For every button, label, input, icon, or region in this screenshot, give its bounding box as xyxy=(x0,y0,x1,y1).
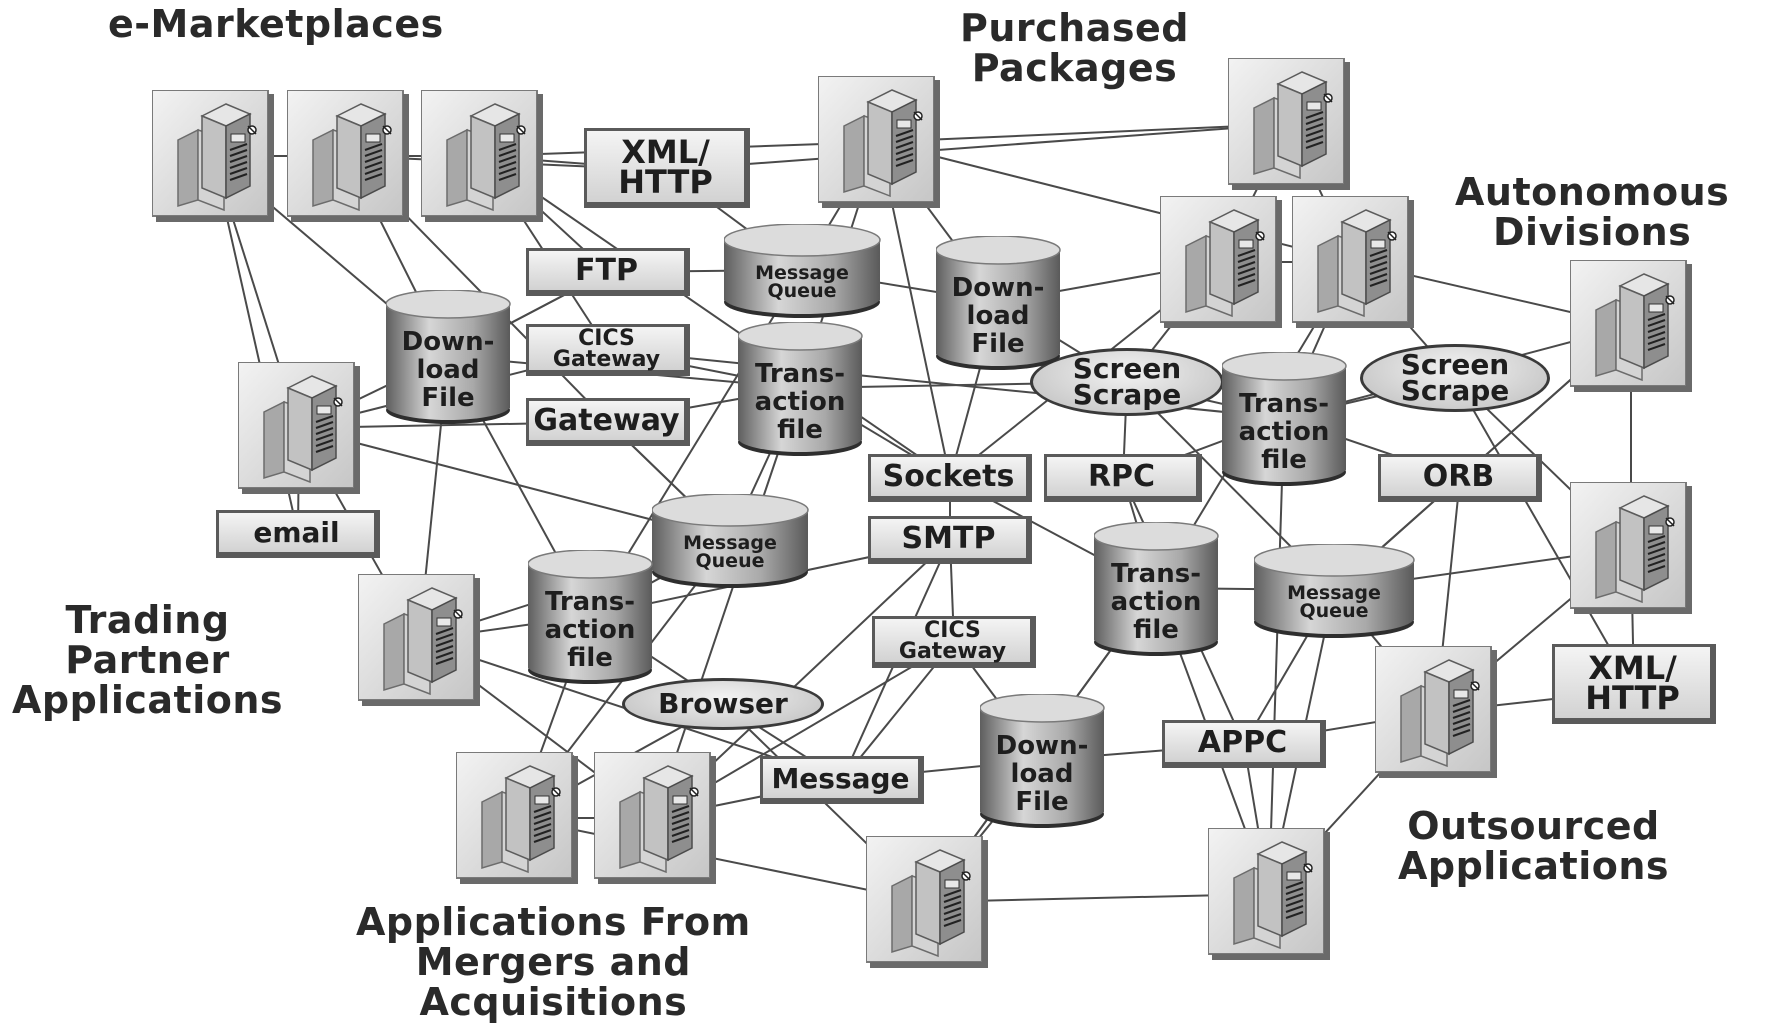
transaction-file-label: Trans- action file xyxy=(1110,559,1202,645)
message-queue-cylinder: Message Queue xyxy=(1254,544,1415,638)
server-icon xyxy=(818,76,940,208)
message-queue-label: Message Queue xyxy=(1287,582,1381,622)
transaction-file-cylinder: Trans- action file xyxy=(738,322,863,456)
protocol-box-smtp: SMTP xyxy=(868,516,1032,564)
server-icon xyxy=(456,752,578,884)
protocol-box-xml-http: XML/ HTTP xyxy=(1552,644,1716,724)
group-title-e-marketplaces: e-Marketplaces xyxy=(108,2,444,46)
server-icon xyxy=(1375,646,1497,778)
group-title-purchased-packages: Purchased Packages xyxy=(960,6,1189,90)
connection-line xyxy=(516,817,928,903)
server-icon xyxy=(358,574,480,706)
connection-line xyxy=(1454,377,1635,691)
transaction-file-label: Trans- action file xyxy=(754,359,846,445)
message-queue-label: Message Queue xyxy=(683,532,777,572)
protocol-box-rpc: RPC xyxy=(1044,454,1202,502)
cylinder-shape xyxy=(724,224,881,318)
transaction-file-label: Trans- action file xyxy=(544,587,636,673)
download-file-cylinder: Down- load File xyxy=(980,694,1105,828)
browser-ellipse: Browser xyxy=(622,678,824,730)
connection-line xyxy=(481,155,951,479)
server-icon xyxy=(1160,196,1282,328)
cylinder-shape xyxy=(386,290,511,424)
message-queue-cylinder: Message Queue xyxy=(724,224,881,318)
screen-scrape-ellipse: Screen Scrape xyxy=(1030,348,1224,416)
connection-line xyxy=(1268,417,1285,895)
cylinder-shape xyxy=(528,550,653,684)
cylinder-shape xyxy=(936,236,1061,370)
protocol-box-xml-http: XML/ HTTP xyxy=(584,128,750,208)
download-file-cylinder: Down- load File xyxy=(936,236,1061,370)
transaction-file-cylinder: Trans- action file xyxy=(528,550,653,684)
protocol-box-appc: APPC xyxy=(1162,720,1326,768)
screen-scrape-ellipse: Screen Scrape xyxy=(1360,344,1550,412)
group-title-autonomous-divisions: Autonomous Divisions xyxy=(1455,170,1730,254)
server-icon xyxy=(1570,260,1692,392)
cylinder-shape xyxy=(980,694,1105,828)
protocol-box-ftp: FTP xyxy=(526,248,690,296)
server-icon xyxy=(287,90,409,222)
cylinder-shape xyxy=(1254,544,1415,638)
protocol-box-email: email xyxy=(216,510,380,558)
protocol-box-cics-gateway: CICS Gateway xyxy=(872,616,1036,668)
group-title-outsourced: Outsourced Applications xyxy=(1398,804,1669,888)
group-title-trading-partner: Trading Partner Applications xyxy=(12,598,283,722)
cylinder-shape xyxy=(1094,522,1219,656)
download-file-label: Down- load File xyxy=(951,273,1045,359)
server-icon xyxy=(238,362,360,494)
download-file-cylinder: Down- load File xyxy=(386,290,511,424)
message-queue-label: Message Queue xyxy=(755,262,849,302)
server-icon xyxy=(1570,482,1692,614)
protocol-box-cics-gateway: CICS Gateway xyxy=(526,324,690,376)
server-icon xyxy=(1228,58,1350,190)
message-queue-cylinder: Message Queue xyxy=(652,494,809,588)
protocol-box-gateway: Gateway xyxy=(526,398,690,446)
server-icon xyxy=(866,836,988,968)
server-icon xyxy=(594,752,716,884)
server-icon xyxy=(1292,196,1414,328)
transaction-file-label: Trans- action file xyxy=(1238,389,1330,475)
server-icon xyxy=(421,90,543,222)
connection-line xyxy=(666,123,1290,171)
connection-line xyxy=(878,123,1290,143)
protocol-box-orb: ORB xyxy=(1378,454,1542,502)
transaction-file-cylinder: Trans- action file xyxy=(1222,352,1347,486)
protocol-box-message: Message xyxy=(760,756,924,804)
download-file-label: Down- load File xyxy=(995,731,1089,817)
cylinder-shape xyxy=(738,322,863,456)
cylinder-shape xyxy=(652,494,809,588)
transaction-file-cylinder: Trans- action file xyxy=(1094,522,1219,656)
server-icon xyxy=(152,90,274,222)
connection-line xyxy=(654,387,801,819)
group-title-mergers: Applications From Mergers and Acquisitio… xyxy=(356,900,751,1024)
cylinder-shape xyxy=(1222,352,1347,486)
download-file-label: Down- load File xyxy=(401,327,495,413)
protocol-box-sockets: Sockets xyxy=(868,454,1032,502)
server-icon xyxy=(1208,828,1330,960)
